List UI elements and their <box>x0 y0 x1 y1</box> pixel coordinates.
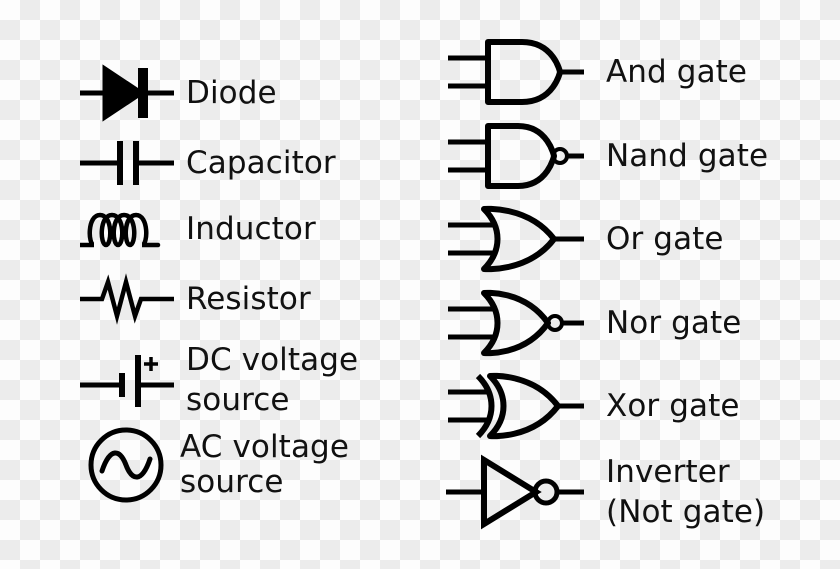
symbol-row-ac-voltage-source: AC voltage source <box>0 425 420 505</box>
symbol-label-xor-gate: Xor gate <box>606 387 740 424</box>
circuit-components-column: Diode Capacitor Inductor Resistor <box>0 62 420 505</box>
dc-voltage-source-symbol <box>80 355 174 407</box>
symbol-row-inductor: Inductor <box>0 201 420 257</box>
or-gate-symbol <box>448 205 584 273</box>
nand-gate-symbol <box>448 123 584 189</box>
inverter-gate-symbol <box>446 454 584 530</box>
symbol-label-resistor: Resistor <box>186 280 311 317</box>
symbol-label-diode: Diode <box>186 74 277 111</box>
nor-gate-symbol <box>448 289 584 357</box>
and-gate-symbol <box>448 39 584 105</box>
symbol-label-dc-voltage-source: DC voltage source <box>186 342 359 418</box>
symbol-label-ac-voltage-source: AC voltage source <box>180 429 349 500</box>
ac-voltage-source-symbol <box>88 427 164 503</box>
symbol-row-nor-gate: Nor gate <box>420 287 840 359</box>
symbol-row-resistor: Resistor <box>0 271 420 327</box>
symbol-row-inverter-gate: Inverter (Not gate) <box>420 452 840 532</box>
symbol-row-capacitor: Capacitor <box>0 132 420 194</box>
symbol-label-inductor: Inductor <box>186 210 316 247</box>
symbol-label-nand-gate: Nand gate <box>606 137 769 174</box>
symbol-label-and-gate: And gate <box>606 53 748 90</box>
resistor-symbol <box>80 273 174 325</box>
symbol-label-inverter-gate: Inverter (Not gate) <box>606 454 766 530</box>
capacitor-symbol <box>80 141 174 185</box>
symbol-label-capacitor: Capacitor <box>186 144 336 181</box>
symbol-label-nor-gate: Nor gate <box>606 304 742 341</box>
symbol-row-diode: Diode <box>0 62 420 124</box>
symbol-row-and-gate: And gate <box>420 36 840 108</box>
plus-polarity-icon <box>144 357 158 371</box>
symbol-label-or-gate: Or gate <box>606 220 724 257</box>
symbol-row-xor-gate: Xor gate <box>420 370 840 442</box>
xor-gate-symbol <box>448 372 584 440</box>
inductor-symbol <box>80 212 161 248</box>
logic-gates-column: And gate Nand gate Or gate <box>420 0 840 569</box>
diode-symbol <box>80 64 174 122</box>
symbol-row-dc-voltage-source: DC voltage source <box>0 340 420 420</box>
symbol-row-nand-gate: Nand gate <box>420 120 840 192</box>
xor-extra-arc <box>475 373 495 439</box>
symbol-row-or-gate: Or gate <box>420 203 840 275</box>
